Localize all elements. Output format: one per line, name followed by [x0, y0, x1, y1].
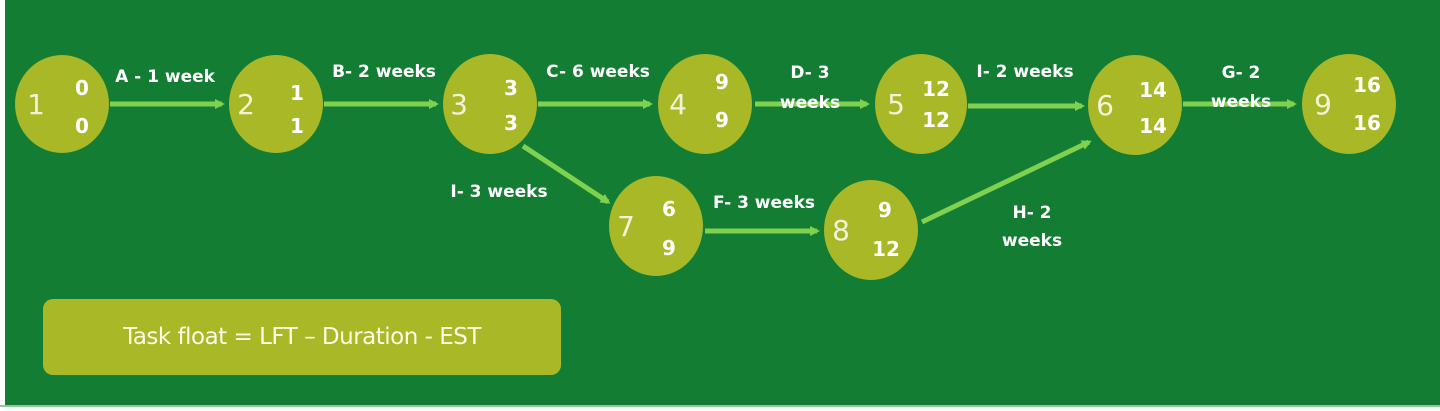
edge-6-9: G- 2 weeks [1183, 63, 1297, 112]
node-top-value: 3 [504, 76, 518, 100]
edge-1-2: A - 1 week [110, 67, 225, 109]
edge-5-6: I- 2 weeks [968, 62, 1085, 111]
formula-text: Task float = LFT – Duration - EST [123, 324, 481, 350]
edge-label: F- 3 weeks [713, 193, 815, 213]
node-id: 2 [237, 88, 255, 121]
node-id: 3 [450, 88, 468, 121]
node-2: 2 1 1 [229, 55, 323, 153]
node-top-value: 9 [715, 70, 729, 94]
node-id: 7 [617, 210, 635, 243]
node-1: 1 0 0 [15, 55, 109, 153]
node-8: 8 9 12 [824, 180, 918, 280]
node-id: 8 [832, 214, 850, 247]
arrow-icon [521, 143, 611, 205]
node-3: 3 3 3 [443, 54, 537, 154]
edge-label-line1: D- 3 [790, 63, 829, 83]
edge-3-7: I- 3 weeks [450, 143, 611, 205]
edge-label: C- 6 weeks [546, 62, 650, 82]
node-bottom-value: 12 [922, 108, 950, 132]
node-7: 7 6 9 [609, 176, 703, 276]
edge-label: I- 2 weeks [976, 62, 1073, 82]
edge-label-line2: weeks [1002, 231, 1062, 251]
node-top-value: 6 [662, 197, 676, 221]
node-top-value: 9 [878, 198, 892, 222]
edge-7-8: F- 3 weeks [705, 193, 820, 236]
edge-label-line1: G- 2 [1222, 63, 1261, 83]
node-9: 9 16 16 [1302, 54, 1396, 154]
node-bottom-value: 1 [290, 114, 304, 138]
node-top-value: 0 [75, 76, 89, 100]
edge-label: A - 1 week [115, 67, 216, 87]
edge-label: B- 2 weeks [332, 62, 436, 82]
node-top-value: 1 [290, 81, 304, 105]
node-id: 6 [1096, 89, 1114, 122]
node-top-value: 12 [922, 77, 950, 101]
node-bottom-value: 12 [872, 237, 900, 261]
node-id: 9 [1314, 88, 1332, 121]
edge-4-5: D- 3 weeks [755, 63, 870, 113]
edge-label: I- 3 weeks [450, 182, 547, 202]
edge-label-line2: weeks [1211, 92, 1271, 112]
node-bottom-value: 9 [715, 108, 729, 132]
edge-label-line2: weeks [780, 93, 840, 113]
arrow-icon [920, 139, 1092, 225]
formula-box: Task float = LFT – Duration - EST [43, 299, 561, 375]
node-bottom-value: 9 [662, 236, 676, 260]
node-top-value: 16 [1353, 73, 1381, 97]
node-bottom-value: 16 [1353, 111, 1381, 135]
node-6: 6 14 14 [1088, 55, 1182, 155]
edge-8-6: H- 2 weeks [920, 139, 1092, 251]
edge-2-3: B- 2 weeks [324, 62, 439, 109]
node-bottom-value: 14 [1139, 114, 1167, 138]
node-bottom-value: 0 [75, 114, 89, 138]
node-bottom-value: 3 [504, 111, 518, 135]
node-id: 5 [887, 88, 905, 121]
edge-3-4: C- 6 weeks [538, 62, 653, 109]
node-4: 4 9 9 [658, 54, 752, 154]
edge-label-line1: H- 2 [1012, 203, 1051, 223]
node-id: 1 [27, 88, 45, 121]
node-top-value: 14 [1139, 78, 1167, 102]
bottom-divider [0, 405, 1440, 407]
node-5: 5 12 12 [875, 54, 967, 154]
node-id: 4 [669, 88, 687, 121]
